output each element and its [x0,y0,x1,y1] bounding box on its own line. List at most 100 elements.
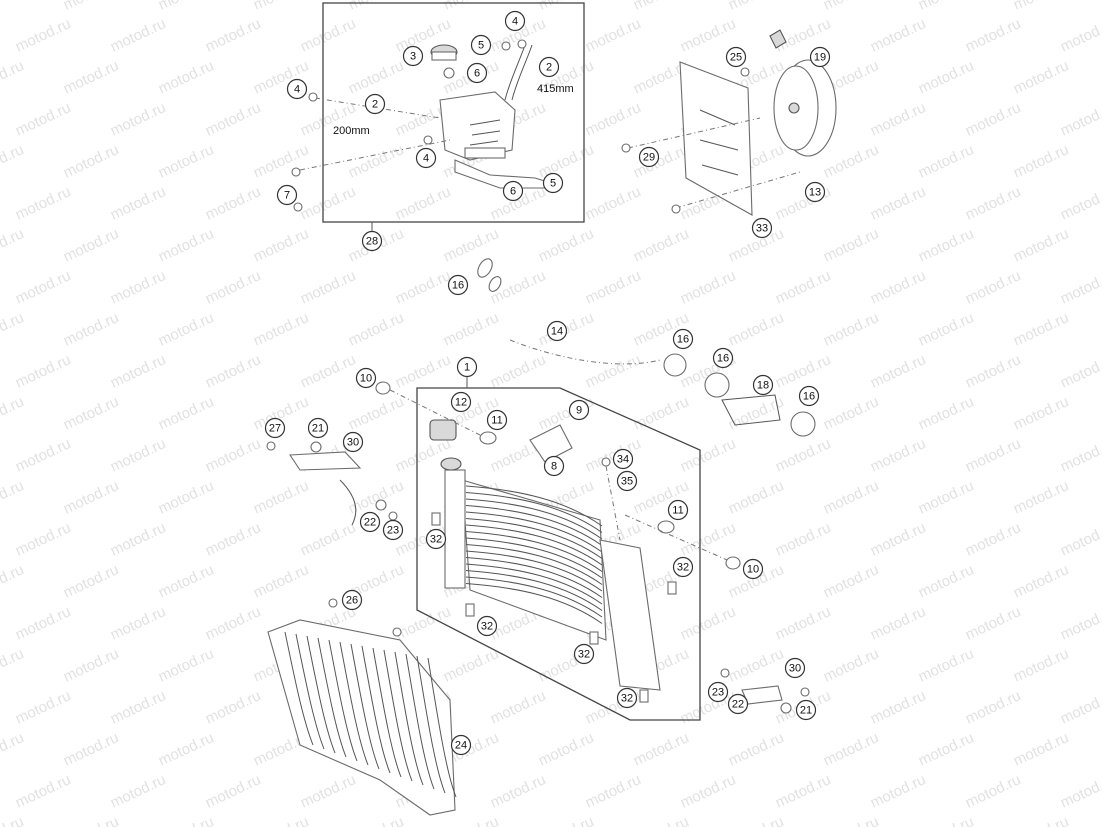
watermark-text: motod.ru [346,141,407,181]
watermark-text: motod.ru [916,729,977,769]
hose-group [477,258,816,437]
watermark-text: motod.ru [251,477,312,517]
clamp-16-upper-b [488,276,502,292]
watermark-text: motod.ru [13,267,74,307]
left-bracket-group [266,441,398,526]
watermark-text: motod.ru [203,351,264,391]
watermark-text: motod.ru [678,267,739,307]
callout-circle [355,367,377,389]
watermark-text: motod.ru [61,141,122,181]
watermark-text: motod.ru [156,561,217,601]
watermark-text: motod.ru [251,309,312,349]
callout-circle [307,417,329,439]
callout-number: 32 [481,621,493,633]
watermark-text: motod.ru [773,519,834,559]
callout-number: 16 [677,334,689,346]
watermark-text: motod.ru [13,183,74,223]
callout-circle [502,180,524,202]
callout-circle [752,374,774,396]
nut-21-right [780,702,792,714]
radiator-fin [465,563,603,605]
watermark-text: motod.ru [583,435,644,475]
hose-clip-6 [443,67,455,79]
callout-6: 6 [502,180,524,202]
watermark-text: motod.ru [0,0,27,14]
tank-ribs [469,119,501,146]
watermark-text: motod.ru [916,813,977,827]
callout-circle [342,431,364,453]
callout-19: 19 [809,46,831,68]
shroud-details [699,109,739,176]
watermark-text: motod.ru [61,57,122,97]
watermark-text: motod.ru [441,225,502,265]
watermark-text: motod.ru [61,561,122,601]
watermark-text: motod.ru [963,519,1024,559]
watermark-text: motod.ru [821,225,882,265]
callout-number: 16 [452,280,464,292]
bolt-26-a [328,598,338,608]
watermark-text: motod.ru [1011,57,1072,97]
callout-number: 5 [550,178,556,190]
callout-circle [573,643,595,665]
callout-number: 35 [621,476,633,488]
watermark-text: motod.ru [773,267,834,307]
watermark-text: motod.ru [1011,141,1072,181]
watermark-text: motod.ru [251,141,312,181]
callout-4: 4 [504,10,526,32]
callout-6: 6 [466,62,488,84]
callout-16: 16 [672,328,694,350]
radiator-fin [465,557,603,598]
watermark-text: motod.ru [156,477,217,517]
callout-1: 1 [456,356,478,378]
watermark-text: motod.ru [203,687,264,727]
watermark-text: motod.ru [251,0,312,14]
watermark-text: motod.ru [773,435,834,475]
bolt-7 [291,167,301,177]
callout-circle [504,10,526,32]
tank-bracket [464,147,506,159]
guard-slat [416,655,446,794]
callout-11: 11 [667,499,689,521]
watermark-text: motod.ru [61,729,122,769]
radiator-fin [465,531,603,572]
callout-30: 30 [342,431,364,453]
callout-24: 24 [450,734,472,756]
callout-circle [450,391,472,413]
radiator-filler-neck [440,457,462,471]
watermark-text: motod.ru [631,813,692,827]
callout-22: 22 [727,693,749,715]
watermark-text: motod.ru [488,771,549,811]
callout-2: 2 [538,56,560,78]
callout-circle [727,693,749,715]
watermark-text: motod.ru [821,813,882,827]
watermark-text: motod.ru [678,771,739,811]
callout-number: 7 [284,190,290,202]
watermark-text: motod.ru [1011,477,1072,517]
watermark-text: motod.ru [583,183,644,223]
watermark-text: motod.ru [726,729,787,769]
radiator-fin [465,492,603,533]
callout-10: 10 [742,558,764,580]
hose-lower-line [299,139,451,171]
callout-13: 13 [804,181,826,203]
watermark-text: motod.ru [583,15,644,55]
watermark-text: motod.ru [393,351,454,391]
watermark-text: motod.ru [156,393,217,433]
callout-circle [638,146,660,168]
callout-30: 30 [784,657,806,679]
callout-number: 10 [747,564,759,576]
callout-number: 14 [551,326,563,338]
watermark-text: motod.ru [156,225,217,265]
hose-clamp-top-2 [501,41,511,51]
guard-slat [317,637,347,758]
watermark-text: motod.ru [963,603,1024,643]
callout-number: 23 [712,687,724,699]
clip-32-d [589,631,599,645]
guard-slat [383,649,413,782]
watermark-text: motod.ru [0,141,27,181]
watermark-text: motod.ru [251,561,312,601]
watermark-text: motod.ru [61,645,122,685]
watermark-text: motod.ru [203,183,264,223]
watermark-text: motod.ru [536,0,597,14]
watermark-text: motod.ru [298,351,359,391]
